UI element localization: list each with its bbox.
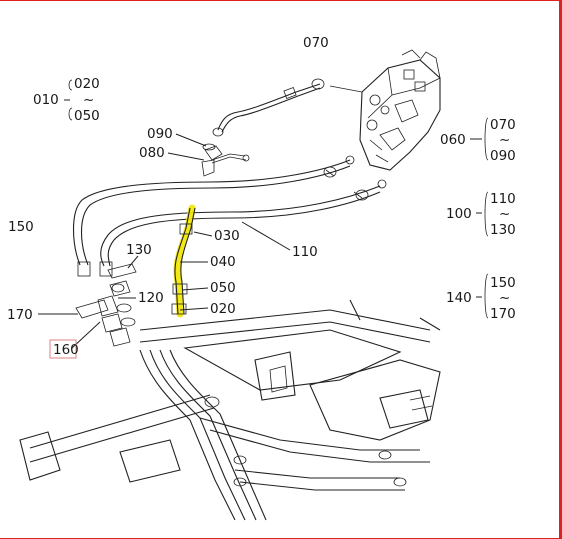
control-valve (345, 49, 441, 189)
highlighted-pipe-030-050 (171, 204, 196, 318)
label-060-tilde: ~ (499, 132, 510, 148)
label-140-tilde: ~ (499, 290, 510, 306)
label-010-b: 050 (74, 108, 100, 124)
label-110: 110 (292, 244, 318, 260)
label-130: 130 (126, 242, 152, 258)
label-010-a: 020 (74, 76, 100, 92)
label-140: 140 (446, 290, 472, 306)
label-060-b: 090 (490, 148, 516, 164)
label-020: 020 (210, 301, 236, 317)
label-160: 160 (53, 342, 79, 358)
hose-150 (73, 159, 381, 277)
label-100-tilde: ~ (499, 206, 510, 222)
label-160-box (49, 339, 77, 359)
range-brackets (68, 79, 489, 319)
label-170: 170 (7, 307, 33, 323)
label-040: 040 (210, 254, 236, 270)
fittings-left (75, 263, 137, 347)
label-090: 090 (147, 126, 173, 142)
label-070-top: 070 (303, 35, 329, 51)
label-140-b: 170 (490, 306, 516, 322)
label-010-tilde: ~ (83, 92, 94, 108)
label-010: 010 (33, 92, 59, 108)
label-100-a: 110 (490, 191, 516, 207)
label-120: 120 (138, 290, 164, 306)
label-030: 030 (214, 228, 240, 244)
label-080: 080 (139, 145, 165, 161)
leader-lines (38, 99, 482, 349)
fitting-080-090 (201, 143, 250, 177)
label-060: 060 (440, 132, 466, 148)
label-140-a: 150 (490, 275, 516, 291)
label-100-b: 130 (490, 222, 516, 238)
label-100: 100 (446, 206, 472, 222)
tractor-frame (19, 299, 441, 521)
pipe-070 (212, 78, 363, 137)
label-150: 150 (8, 219, 34, 235)
label-050: 050 (210, 280, 236, 296)
label-060-a: 070 (490, 117, 516, 133)
